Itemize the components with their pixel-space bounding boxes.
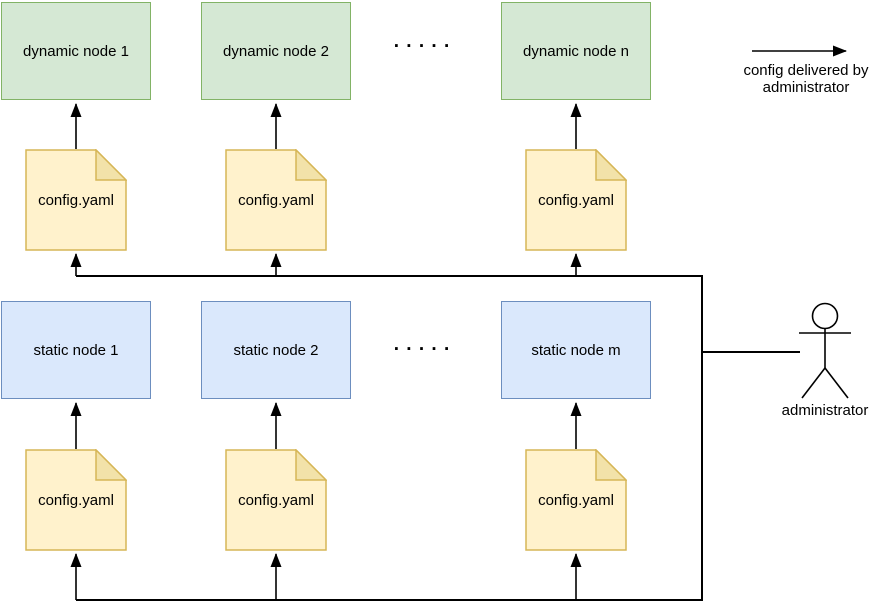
note-shape-icon [525, 149, 627, 251]
config-file-top-3-label: config.yaml [538, 191, 614, 209]
config-bus-line [76, 275, 703, 601]
static-node-m: static node m [501, 301, 651, 399]
actor-head [811, 302, 839, 330]
note-shape-icon [225, 449, 327, 551]
config-file-bottom-1-label: config.yaml [38, 491, 114, 509]
config-file-bottom-3: config.yaml [525, 449, 627, 551]
note-shape-icon [225, 149, 327, 251]
legend-caption-line2: administrator [762, 79, 850, 96]
note-shape-icon [25, 449, 127, 551]
config-file-top-2-label: config.yaml [238, 191, 314, 209]
config-file-bottom-3-label: config.yaml [538, 491, 614, 509]
config-file-top-2: config.yaml [225, 149, 327, 251]
static-node-2-label: static node 2 [233, 341, 319, 359]
note-shape-icon [25, 149, 127, 251]
static-node-1-label: static node 1 [33, 341, 119, 359]
ellipsis-dynamic-row: . . . . . [393, 31, 451, 52]
actor-leg-right [824, 367, 849, 399]
config-file-top-3: config.yaml [525, 149, 627, 251]
administrator-figure-icon [799, 302, 851, 399]
config-file-top-1-label: config.yaml [38, 191, 114, 209]
dynamic-node-n-label: dynamic node n [523, 42, 629, 60]
actor-leg-left [801, 367, 826, 399]
ellipsis-static-row: . . . . . [393, 334, 451, 355]
legend-caption-line1: config delivered by [743, 62, 869, 79]
config-file-bottom-2: config.yaml [225, 449, 327, 551]
dynamic-node-n: dynamic node n [501, 2, 651, 100]
dynamic-node-1: dynamic node 1 [1, 2, 151, 100]
dynamic-node-1-label: dynamic node 1 [23, 42, 129, 60]
dynamic-node-2: dynamic node 2 [201, 2, 351, 100]
config-file-bottom-2-label: config.yaml [238, 491, 314, 509]
administrator-label: administrator [781, 402, 869, 419]
note-shape-icon [525, 449, 627, 551]
static-node-1: static node 1 [1, 301, 151, 399]
static-node-2: static node 2 [201, 301, 351, 399]
static-node-m-label: static node m [531, 341, 621, 359]
config-file-top-1: config.yaml [25, 149, 127, 251]
legend-caption: config delivered by administrator [736, 62, 876, 96]
dynamic-node-2-label: dynamic node 2 [223, 42, 329, 60]
config-file-bottom-1: config.yaml [25, 449, 127, 551]
